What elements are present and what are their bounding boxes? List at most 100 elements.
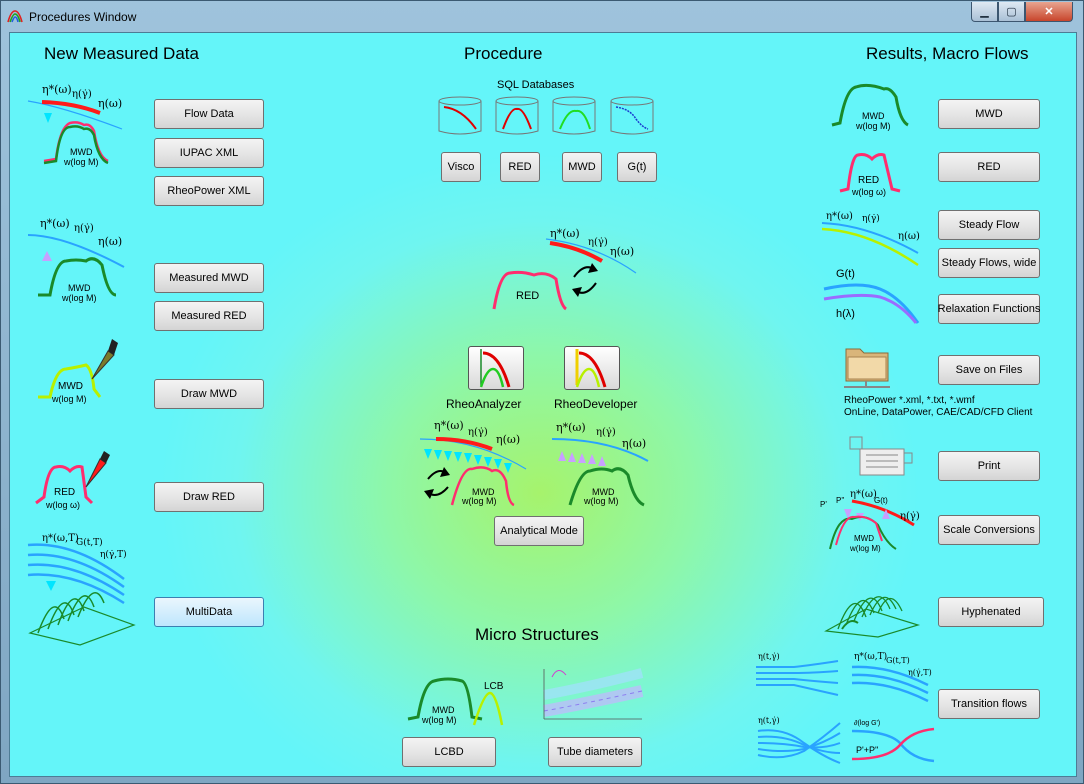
- rheoanalyzer-icon: [479, 349, 511, 388]
- red-db-icon: [495, 96, 539, 135]
- svg-text:MWD: MWD: [854, 534, 874, 543]
- rheopower-xml-button[interactable]: RheoPower XML: [154, 176, 264, 206]
- visco-db-icon: [438, 96, 482, 135]
- svg-text:η(γ̇): η(γ̇): [588, 237, 608, 248]
- svg-text:η*(ω): η*(ω): [40, 217, 70, 230]
- save-on-files-button[interactable]: Save on Files: [938, 355, 1040, 385]
- gt-db-icon: [610, 96, 654, 135]
- lcbd-button[interactable]: LCBD: [402, 737, 496, 767]
- rheodeveloper-tile[interactable]: [564, 346, 620, 390]
- svg-text:w(log M): w(log M): [849, 544, 881, 553]
- transition-flow-4-icon: ∂(log G') P'+P'': [851, 720, 935, 763]
- gt-db-button[interactable]: G(t): [617, 152, 657, 182]
- transition-flow-1-icon: η(t,γ̇): [756, 652, 839, 696]
- svg-text:w(log ω): w(log ω): [851, 187, 886, 197]
- svg-text:P'+P'': P'+P'': [856, 745, 879, 755]
- save-formats-text: RheoPower *.xml, *.txt, *.wmf: [844, 395, 975, 406]
- measured-mwd-button[interactable]: Measured MWD: [154, 263, 264, 293]
- rheodeveloper-cycle-icon: η*(ω) η(γ̇) η(ω) MWD w(log M): [551, 421, 649, 507]
- transition-flows-button[interactable]: Transition flows: [938, 689, 1040, 719]
- svg-text:LCB: LCB: [484, 681, 504, 692]
- svg-text:η*(ω): η*(ω): [826, 211, 853, 222]
- svg-text:η(γ̇): η(γ̇): [468, 427, 488, 438]
- procedures-panel: New Measured Data Procedure Results, Mac…: [9, 32, 1077, 777]
- close-button[interactable]: ✕: [1025, 2, 1073, 22]
- scale-conversions-button[interactable]: Scale Conversions: [938, 515, 1040, 545]
- draw-mwd-button[interactable]: Draw MWD: [154, 379, 264, 409]
- app-icon: [7, 10, 23, 23]
- svg-text:P'': P'': [836, 496, 845, 505]
- svg-text:η(γ̇): η(γ̇): [596, 427, 616, 438]
- svg-text:η(γ̇,T): η(γ̇,T): [908, 668, 932, 677]
- svg-text:η(t,γ̇): η(t,γ̇): [758, 652, 780, 661]
- svg-text:w(log M): w(log M): [461, 496, 497, 506]
- results-header: Results, Macro Flows: [866, 44, 1029, 63]
- svg-text:RED: RED: [858, 175, 879, 186]
- svg-text:η(ω): η(ω): [98, 97, 122, 110]
- result-red-icon: RED w(log ω): [839, 153, 901, 197]
- flow-data-button[interactable]: Flow Data: [154, 99, 264, 129]
- relaxation-functions-button[interactable]: Relaxation Functions: [938, 294, 1040, 324]
- minimize-icon: ▁: [980, 6, 989, 18]
- measured-red-button[interactable]: Measured RED: [154, 301, 264, 331]
- tube-diameters-icon: [542, 668, 644, 720]
- red-cycle-icon: η*(ω) η(γ̇) η(ω) RED: [492, 227, 637, 311]
- svg-text:η(t,γ̇): η(t,γ̇): [758, 716, 780, 725]
- new-measured-data-header: New Measured Data: [44, 44, 199, 63]
- print-button[interactable]: Print: [938, 451, 1040, 481]
- rheodeveloper-label: RheoDeveloper: [554, 397, 638, 411]
- svg-text:RED: RED: [516, 290, 539, 302]
- svg-text:w(log M): w(log M): [61, 293, 97, 303]
- red-db-button[interactable]: RED: [500, 152, 540, 182]
- svg-text:η(ω): η(ω): [496, 433, 520, 446]
- window-title: Procedures Window: [29, 10, 137, 24]
- svg-text:MWD: MWD: [68, 283, 91, 293]
- result-mwd-icon: MWD w(log M): [831, 83, 909, 131]
- svg-text:w(log M): w(log M): [421, 715, 457, 725]
- result-red-button[interactable]: RED: [938, 152, 1040, 182]
- svg-text:w(log M): w(log M): [855, 121, 891, 131]
- steady-flows-wide-button[interactable]: Steady Flows, wide: [938, 248, 1040, 278]
- sql-database-icons: [438, 96, 654, 135]
- svg-text:η*(ω): η*(ω): [434, 419, 464, 432]
- multidata-button[interactable]: MultiData: [154, 597, 264, 627]
- svg-text:η*(ω): η*(ω): [556, 421, 586, 434]
- svg-text:G(t,T): G(t,T): [886, 656, 910, 665]
- svg-text:MWD: MWD: [472, 487, 495, 497]
- maximize-button[interactable]: ▢: [998, 2, 1025, 22]
- visco-button[interactable]: Visco: [441, 152, 481, 182]
- rheoanalyzer-tile[interactable]: [468, 346, 524, 390]
- rheoanalyzer-cycle-icon: η*(ω) η(γ̇) η(ω) MWD w(log M): [419, 419, 527, 507]
- svg-text:η(γ̇,T): η(γ̇,T): [100, 549, 127, 560]
- measured-mwd-icon: η*(ω) η(γ̇) η(ω) MWD w(log M): [27, 217, 125, 303]
- mwd-db-button[interactable]: MWD: [562, 152, 602, 182]
- transition-flow-3-icon: η(t,γ̇): [757, 716, 841, 764]
- procedure-header: Procedure: [464, 44, 543, 63]
- svg-text:η(ω): η(ω): [622, 437, 646, 450]
- hyphenated-icon: [824, 596, 921, 638]
- hyphenated-button[interactable]: Hyphenated: [938, 597, 1044, 627]
- steady-flow-button[interactable]: Steady Flow: [938, 210, 1040, 240]
- tube-diameters-button[interactable]: Tube diameters: [548, 737, 642, 767]
- svg-text:η(γ̇): η(γ̇): [74, 223, 94, 234]
- draw-red-button[interactable]: Draw RED: [154, 482, 264, 512]
- title-bar[interactable]: Procedures Window ▁ ▢ ✕: [1, 1, 1084, 33]
- rheodeveloper-icon: [575, 349, 607, 388]
- transition-flow-2-icon: η*(ω,T) G(t,T) η(γ̇,T): [851, 651, 932, 703]
- scale-conversions-icon: η*(ω) G(t) η(γ̇) P' P'' MWD w(log M): [820, 489, 920, 553]
- svg-text:G(t): G(t): [874, 496, 888, 505]
- relaxation-functions-icon: G(t) h(λ): [823, 268, 920, 324]
- svg-text:η*(ω): η*(ω): [550, 227, 580, 240]
- svg-text:η*(ω,T): η*(ω,T): [42, 533, 79, 544]
- printer-icon: [849, 436, 913, 476]
- minimize-button[interactable]: ▁: [971, 2, 998, 22]
- folder-icon: [844, 348, 890, 388]
- iupac-xml-button[interactable]: IUPAC XML: [154, 138, 264, 168]
- svg-text:η*(ω): η*(ω): [850, 489, 877, 500]
- svg-text:w(log M): w(log M): [583, 496, 619, 506]
- svg-text:η(γ̇): η(γ̇): [900, 511, 920, 522]
- analytical-mode-button[interactable]: Analytical Mode: [494, 516, 584, 546]
- result-mwd-button[interactable]: MWD: [938, 99, 1040, 129]
- mwd-db-icon: [552, 96, 596, 135]
